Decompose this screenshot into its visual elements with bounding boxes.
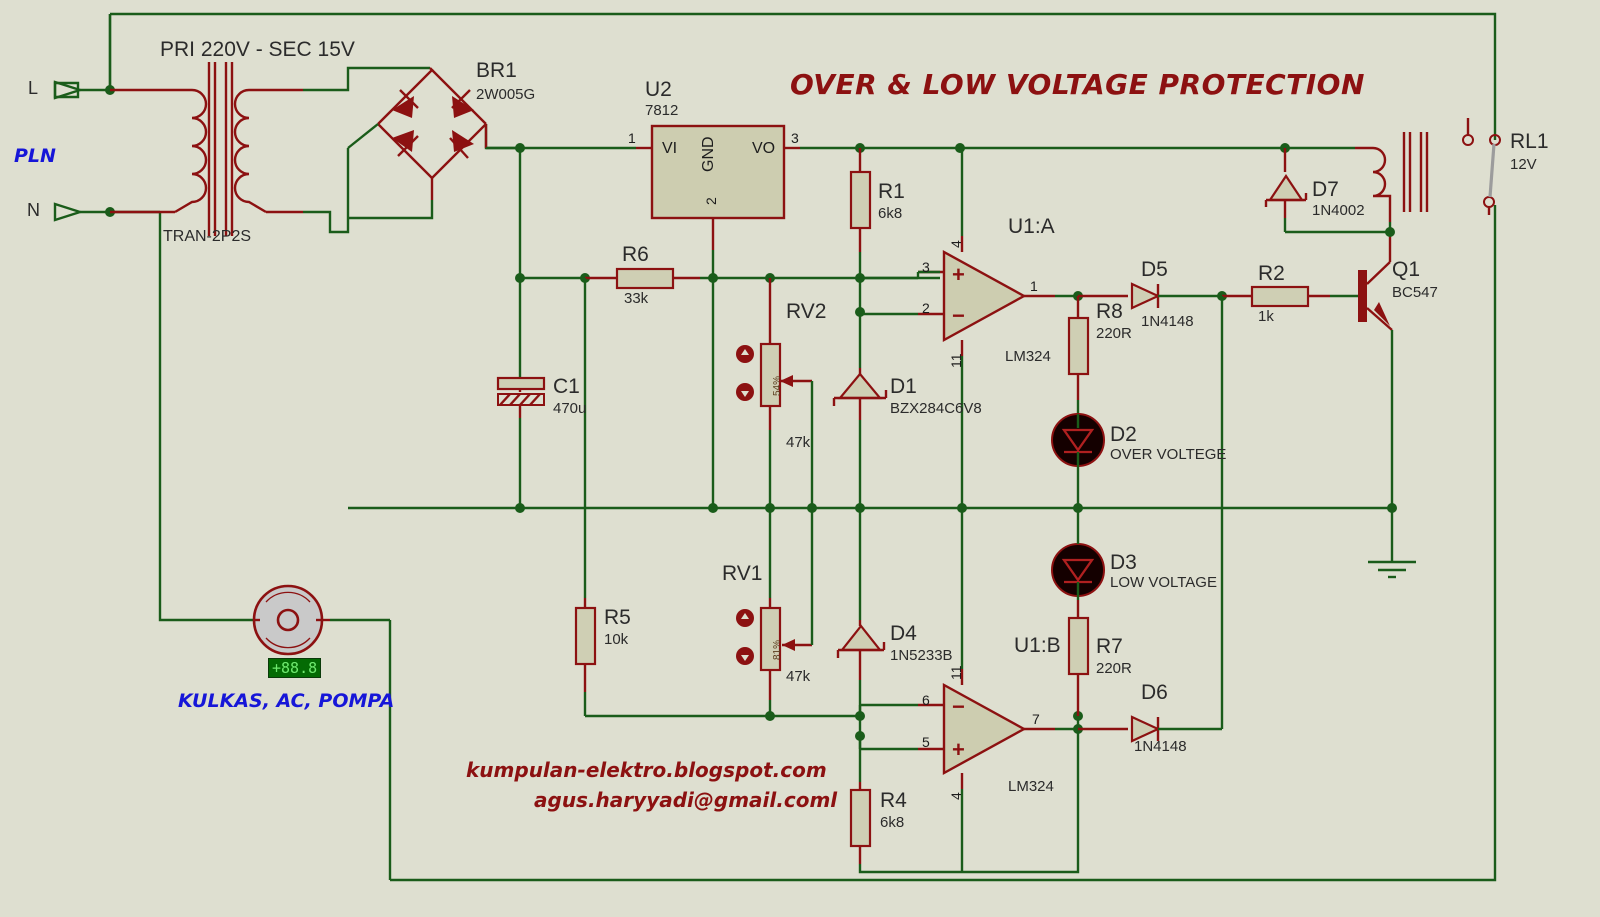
rv2-value: 47k bbox=[786, 434, 811, 451]
r6-value: 33k bbox=[624, 290, 649, 307]
q1-ref: Q1 bbox=[1392, 258, 1421, 281]
br1-value: 2W005G bbox=[476, 86, 536, 103]
r5-value: 10k bbox=[604, 631, 629, 648]
r7-value: 220R bbox=[1096, 660, 1132, 677]
r8-value: 220R bbox=[1096, 325, 1132, 342]
d6-value: 1N4148 bbox=[1134, 738, 1187, 755]
page-title: OVER & LOW VOLTAGE PROTECTION bbox=[790, 68, 1365, 101]
rv1-value: 47k bbox=[786, 668, 811, 685]
load-label: KULKAS, AC, POMPA bbox=[178, 690, 395, 712]
rv1-wiper-percent: 81% bbox=[772, 639, 783, 660]
u1a-ref: U1:A bbox=[1008, 215, 1055, 238]
u1a-pin2-num: 2 bbox=[922, 300, 930, 316]
rl1-value: 12V bbox=[1510, 156, 1537, 173]
c1-value: 470u bbox=[553, 400, 587, 417]
d1-value: BZX284C6V8 bbox=[890, 400, 982, 417]
terminal-l-label: L bbox=[28, 78, 39, 98]
rv1-ref: RV1 bbox=[722, 562, 763, 585]
r7-ref: R7 bbox=[1096, 635, 1123, 658]
d6-ref: D6 bbox=[1141, 681, 1168, 704]
d7-value: 1N4002 bbox=[1312, 202, 1365, 219]
r6-ref: R6 bbox=[622, 243, 649, 266]
email-address: agus.haryyadi@gmail.coml bbox=[534, 788, 838, 812]
u2-ref: U2 bbox=[645, 78, 672, 101]
u2-pin1-num: 1 bbox=[628, 130, 636, 146]
u2-pin1-label: VI bbox=[662, 140, 678, 157]
transformer-value: TRAN-2P2S bbox=[163, 228, 252, 245]
d5-ref: D5 bbox=[1141, 258, 1168, 281]
u1b-plus-symbol: + bbox=[952, 737, 965, 762]
r4-ref: R4 bbox=[880, 789, 907, 812]
d4-value: 1N5233B bbox=[890, 647, 953, 664]
u1b-ref: U1:B bbox=[1014, 634, 1061, 657]
terminal-n-label: N bbox=[27, 200, 40, 220]
d1-ref: D1 bbox=[890, 375, 917, 398]
d2-value: OVER VOLTEGE bbox=[1110, 446, 1227, 463]
u1a-plus-symbol: + bbox=[952, 262, 965, 287]
q1-value: BC547 bbox=[1392, 284, 1438, 301]
u1b-pin7-num: 7 bbox=[1032, 711, 1040, 727]
r1-value: 6k8 bbox=[878, 205, 903, 222]
u1a-pin3-num: 3 bbox=[922, 259, 930, 275]
u1b-pin11-num: 11 bbox=[948, 665, 964, 680]
u1b-pin5-num: 5 bbox=[922, 734, 930, 750]
u2-pin2-num: 2 bbox=[703, 197, 719, 205]
r4-value: 6k8 bbox=[880, 814, 905, 831]
u1b-pin6-num: 6 bbox=[922, 692, 930, 708]
d3-value: LOW VOLTAGE bbox=[1110, 574, 1217, 591]
u1a-pin11-num: 11 bbox=[948, 353, 964, 368]
u2-pin3-num: 3 bbox=[791, 130, 799, 146]
u1a-pin1-num: 1 bbox=[1030, 278, 1038, 294]
u1b-value: LM324 bbox=[1008, 778, 1054, 795]
rv2-wiper-percent: 54% bbox=[772, 375, 783, 396]
rl1-ref: RL1 bbox=[1510, 130, 1549, 153]
transformer-spec: PRI 220V - SEC 15V bbox=[160, 38, 355, 61]
rv2-ref: RV2 bbox=[786, 300, 827, 323]
u1b-pin4-num: 4 bbox=[948, 792, 964, 800]
r5-ref: R5 bbox=[604, 606, 631, 629]
u1b-minus-symbol: − bbox=[952, 694, 965, 719]
r2-value: 1k bbox=[1258, 308, 1274, 325]
d4-ref: D4 bbox=[890, 622, 917, 645]
pln-label: PLN bbox=[14, 145, 56, 167]
u1a-value: LM324 bbox=[1005, 348, 1051, 365]
u1a-pin4-num: 4 bbox=[948, 240, 964, 248]
c1-ref: C1 bbox=[553, 375, 580, 398]
d5-value: 1N4148 bbox=[1141, 313, 1194, 330]
r1-ref: R1 bbox=[878, 180, 905, 203]
d7-ref: D7 bbox=[1312, 178, 1339, 201]
u2-value: 7812 bbox=[645, 102, 679, 119]
blog-url: kumpulan-elektro.blogspot.com bbox=[466, 758, 827, 782]
d3-ref: D3 bbox=[1110, 551, 1137, 574]
r8-ref: R8 bbox=[1096, 300, 1123, 323]
u1a-minus-symbol: − bbox=[952, 303, 965, 328]
r2-ref: R2 bbox=[1258, 262, 1285, 285]
br1-ref: BR1 bbox=[476, 59, 517, 82]
u2-pin3-label: VO bbox=[752, 140, 776, 157]
u2-pin2-label: GND bbox=[700, 136, 717, 172]
motor-display: +88.8 bbox=[268, 658, 322, 678]
d2-ref: D2 bbox=[1110, 423, 1137, 446]
